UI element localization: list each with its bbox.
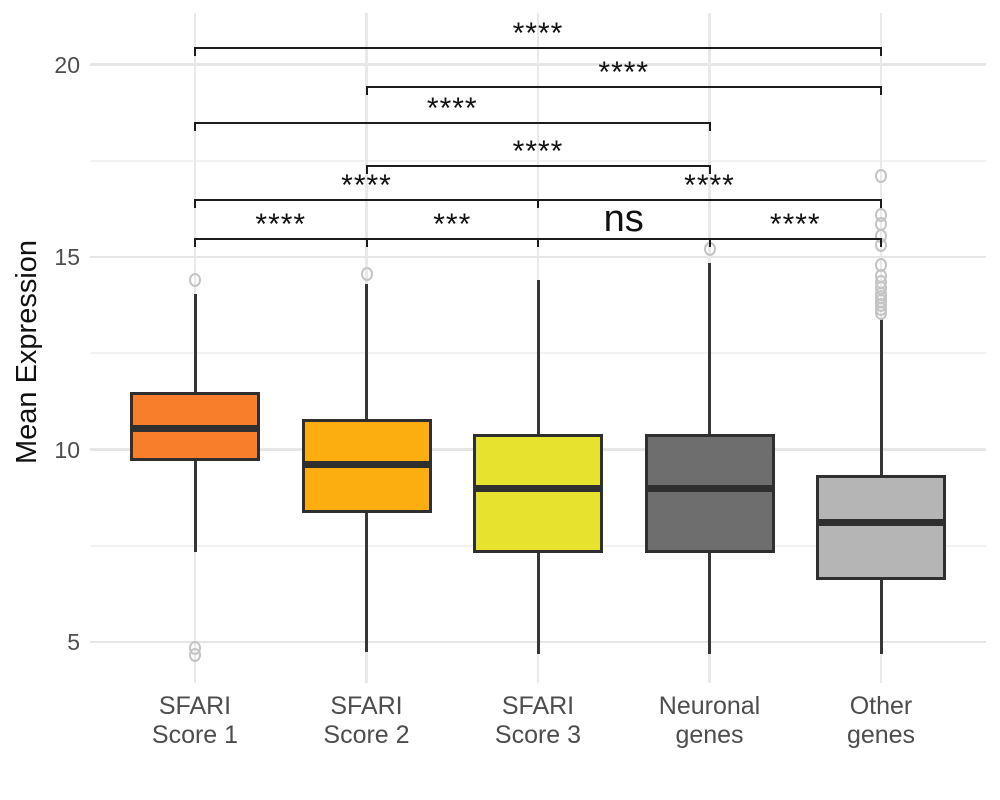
outlier-point bbox=[360, 267, 373, 282]
x-axis-label-line: Score 1 bbox=[151, 721, 239, 749]
x-axis-label-line: Score 2 bbox=[323, 721, 410, 749]
outlier-point bbox=[875, 169, 887, 184]
significance-bracket bbox=[194, 47, 882, 57]
x-axis-label-line: genes bbox=[675, 721, 744, 749]
x-axis-label-line: Neuronal bbox=[658, 692, 761, 720]
median-line bbox=[816, 519, 946, 527]
y-tick-label: 20 bbox=[54, 51, 80, 78]
outlier-point bbox=[189, 273, 201, 288]
significance-label: **** bbox=[769, 207, 821, 241]
significance-label: **** bbox=[512, 134, 564, 168]
significance-label: **** bbox=[512, 17, 564, 51]
x-axis-label-line: genes bbox=[846, 721, 916, 749]
median-line bbox=[473, 484, 603, 492]
significance-label: **** bbox=[598, 55, 650, 89]
significance-bracket bbox=[537, 199, 882, 209]
significance-label: **** bbox=[426, 92, 478, 126]
x-axis-label-line: SFARI bbox=[158, 692, 232, 720]
x-axis-label-line: Other bbox=[849, 692, 913, 720]
median-line bbox=[644, 484, 775, 492]
outlier-point bbox=[189, 648, 201, 663]
significance-bracket bbox=[708, 237, 882, 247]
outlier-point bbox=[875, 305, 887, 320]
significance-label: *** bbox=[433, 207, 472, 241]
y-tick-label: 10 bbox=[54, 436, 80, 463]
significance-bracket bbox=[365, 85, 882, 95]
boxplot-box bbox=[816, 474, 946, 581]
significance-label: **** bbox=[341, 169, 392, 203]
boxplot-box bbox=[644, 434, 775, 554]
significance-label: **** bbox=[255, 207, 307, 241]
median-line bbox=[130, 424, 260, 432]
significance-label: ns bbox=[603, 197, 644, 240]
x-axis-label-line: Score 3 bbox=[494, 721, 582, 749]
y-tick-label: 5 bbox=[67, 629, 80, 655]
significance-label: **** bbox=[684, 169, 735, 203]
x-axis-label-line: SFARI bbox=[501, 692, 575, 720]
boxplot-box bbox=[473, 434, 603, 554]
y-tick-label: 15 bbox=[54, 244, 80, 270]
x-axis-label-line: SFARI bbox=[330, 692, 403, 720]
significance-bracket bbox=[365, 164, 711, 174]
median-line bbox=[301, 461, 432, 469]
significance-bracket bbox=[194, 122, 711, 132]
